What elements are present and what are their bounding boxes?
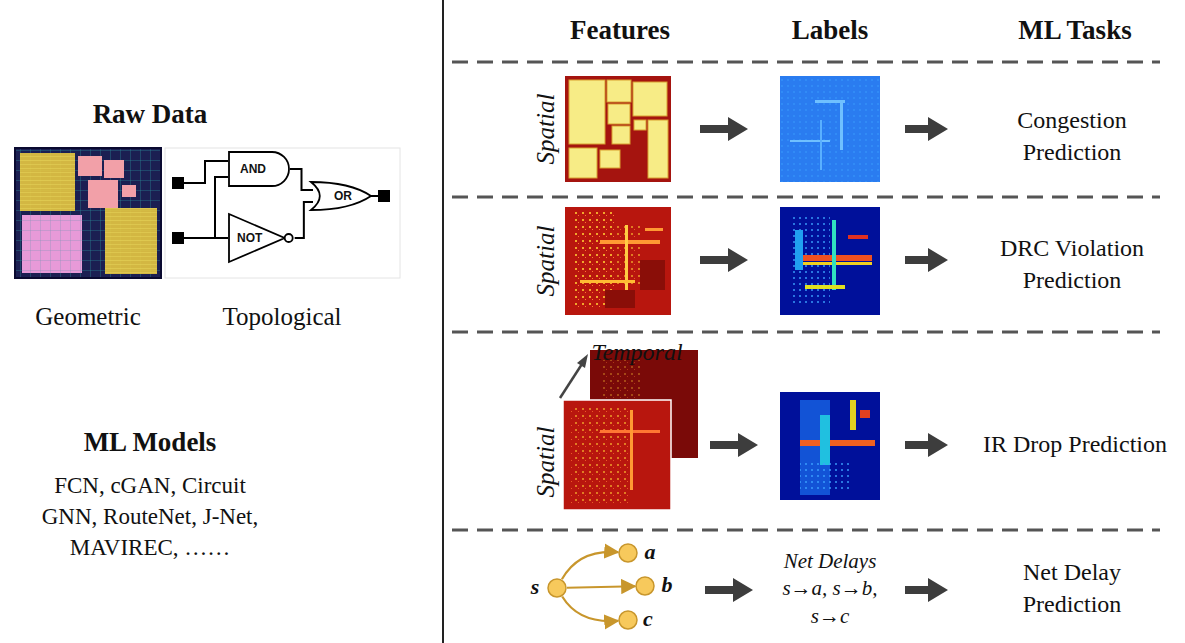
logic-gate: OR [310,181,372,211]
column-header: Features [530,12,710,48]
caption: Geometric [8,300,168,334]
gate-name: AND [240,162,266,176]
feature-map [565,76,671,182]
vertex-name: b [662,572,673,598]
logic-gate: NOT [228,213,295,263]
axis-label: Spatial [529,226,563,297]
graph-vertex: a [618,543,638,563]
graph-vertex: s [547,578,567,598]
vertex-name: a [645,539,656,565]
vertex-name: s [531,574,540,600]
wire [290,169,313,190]
column-header: Labels [750,12,910,48]
gate-outline [635,576,655,596]
gate-name: OR [334,189,352,203]
flow-arrow [700,117,948,602]
wire [295,202,313,238]
chip-layout [15,148,161,278]
task-name: IR Drop Prediction [965,428,1185,460]
gate-outline [618,610,638,630]
vertex-name: c [643,606,653,632]
graph-arrow [562,552,618,579]
gate-outline [547,578,567,598]
label-map [780,392,880,500]
graph-vertex: b [635,576,655,596]
task-name: DRC Violation Prediction [977,232,1167,297]
feature-stack [560,350,698,510]
graph-arrow [562,597,618,622]
column-header: ML Tasks [985,12,1165,48]
caption: Topological [182,300,382,334]
logic-gate: AND [228,151,290,187]
task-name: Congestion Prediction [977,104,1167,169]
model-list: FCN, cGAN, Circuit GNN, RouteNet, J-Net,… [32,470,268,563]
label-map [780,76,880,182]
axis-label: Spatial [529,94,563,165]
graph-arrow [567,586,635,588]
title: Raw Data [20,96,280,132]
circuit-wires [165,148,400,278]
divider [442,0,444,643]
axis-label: Temporal [577,336,697,368]
feature-map [565,207,671,315]
gate-outline [618,543,638,563]
heading: ML Models [20,424,280,460]
label-map [780,207,880,315]
label-text: Net Delays s→a, s→b, s→c [765,548,895,630]
graph-vertex: c [618,610,638,630]
gate-name: NOT [237,231,262,245]
axis-label: Spatial [529,427,563,498]
task-name: Net Delay Prediction [977,556,1167,621]
